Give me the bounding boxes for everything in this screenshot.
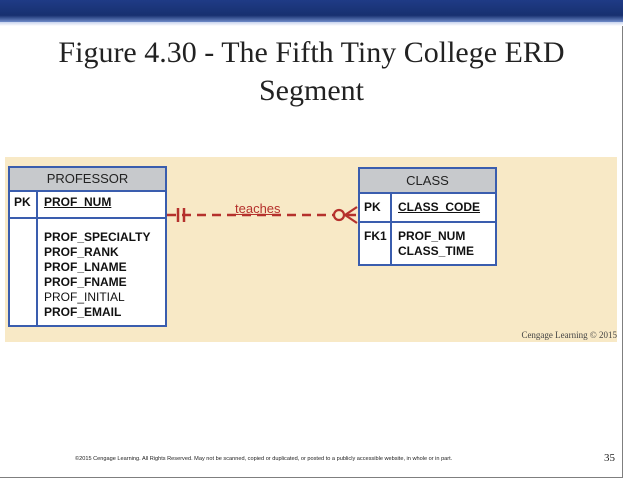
- professor-attr-specialty: PROF_SPECIALTY: [44, 230, 151, 244]
- class-entity: CLASS PK CLASS_CODE FK1 PROF_NUM CLASS_T…: [358, 167, 497, 266]
- relationship-label: teaches: [235, 201, 281, 216]
- slide-header-fade: [0, 22, 623, 26]
- page-number: 35: [604, 452, 615, 464]
- slide-title-line-1: Figure 4.30 - The Fifth Tiny College ERD: [58, 36, 565, 69]
- slide-title: Figure 4.30 - The Fifth Tiny College ERD…: [0, 34, 623, 110]
- class-fk-row: FK1 PROF_NUM CLASS_TIME: [360, 221, 495, 264]
- class-fk-attr-prof-num: PROF_NUM: [398, 229, 466, 243]
- class-pk-row: PK CLASS_CODE: [360, 194, 495, 221]
- professor-pk-attr: PROF_NUM: [44, 195, 112, 209]
- class-attr-class-time: CLASS_TIME: [398, 244, 475, 258]
- slide-title-line-2: Segment: [259, 74, 364, 107]
- slide-header-bar: [0, 0, 623, 22]
- professor-entity: PROFESSOR PK PROF_NUM PROF_SPECIALTY PRO…: [8, 166, 167, 327]
- class-entity-name: CLASS: [360, 169, 495, 194]
- professor-attr-fname: PROF_FNAME: [44, 275, 127, 289]
- class-pk-label: PK: [360, 194, 392, 221]
- professor-attributes-row: PROF_SPECIALTY PROF_RANK PROF_LNAME PROF…: [10, 217, 165, 325]
- class-fk-label: FK1: [360, 223, 392, 264]
- image-credit: Cengage Learning © 2015: [521, 330, 617, 340]
- professor-attr-lname: PROF_LNAME: [44, 260, 127, 274]
- class-pk-attr: CLASS_CODE: [398, 200, 481, 214]
- professor-entity-name: PROFESSOR: [10, 168, 165, 192]
- professor-pk-row: PK PROF_NUM: [10, 192, 165, 217]
- professor-attr-rank: PROF_RANK: [44, 245, 119, 259]
- professor-pk-label: PK: [10, 192, 38, 217]
- copyright-footer: ©2015 Cengage Learning. All Rights Reser…: [75, 456, 453, 462]
- professor-attr-initial: PROF_INITIAL: [44, 290, 125, 304]
- professor-attr-email: PROF_EMAIL: [44, 305, 122, 319]
